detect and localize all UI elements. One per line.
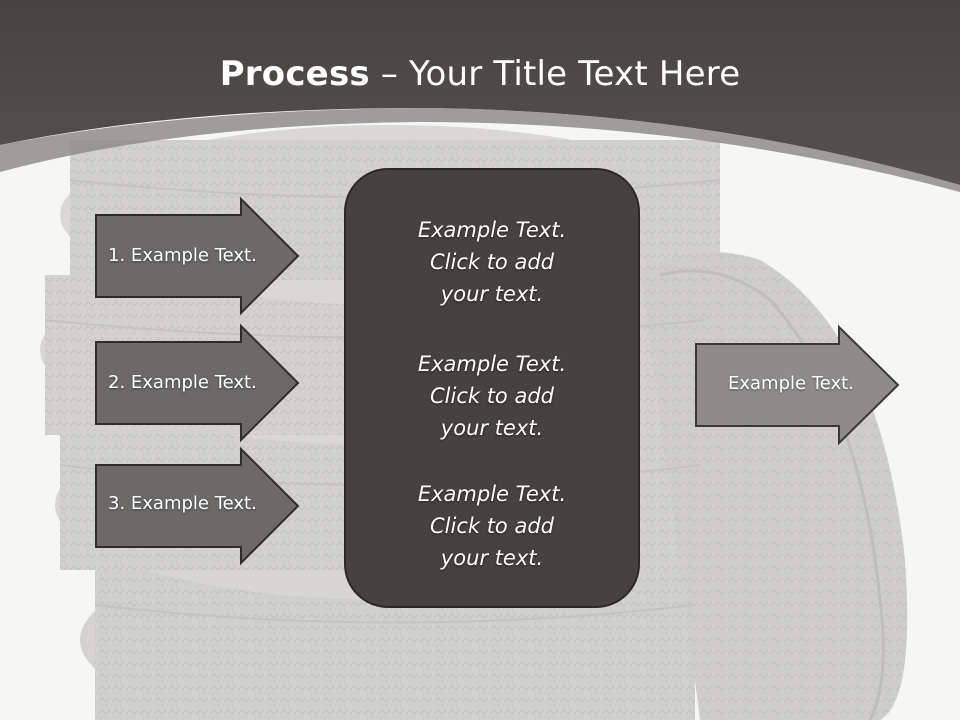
center-item-3-line-2: Click to add [429,514,554,538]
header-swoosh [0,108,960,192]
arrow-shape-icon [95,323,300,443]
arrow-shape-icon [95,196,300,316]
center-item-2-line-1: Example Text. [417,352,567,376]
center-item-1-line-1: Example Text. [417,218,567,242]
center-item-2-line-2: Click to add [429,384,554,408]
step-arrow-3[interactable]: 3. Example Text. [95,446,300,566]
step-arrow-2-label: 2. Example Text. [108,372,257,393]
header-band [0,0,960,185]
center-item-3: Example Text. Click to add your text. [346,478,638,574]
arrow-shape-icon [95,446,300,566]
center-item-2: Example Text. Click to add your text. [346,348,638,444]
center-item-1: Example Text. Click to add your text. [346,214,638,310]
center-text-box[interactable]: Example Text. Click to add your text. Ex… [344,168,640,608]
result-arrow-label: Example Text. [728,373,854,394]
step-arrow-2[interactable]: 2. Example Text. [95,323,300,443]
step-arrow-1-label: 1. Example Text. [108,245,257,266]
slide-title: Process – Your Title Text Here [0,52,960,96]
center-item-2-line-3: your text. [440,416,544,440]
center-item-3-line-3: your text. [440,546,544,570]
step-arrow-3-label: 3. Example Text. [108,493,257,514]
center-item-1-line-3: your text. [440,282,544,306]
center-item-1-line-2: Click to add [429,250,554,274]
center-item-3-line-1: Example Text. [417,482,567,506]
title-bold: Process [219,54,370,94]
arrow-shape-icon [695,324,900,446]
result-arrow[interactable]: Example Text. [695,324,900,446]
step-arrow-1[interactable]: 1. Example Text. [95,196,300,316]
title-rest: – Your Title Text Here [369,54,741,94]
